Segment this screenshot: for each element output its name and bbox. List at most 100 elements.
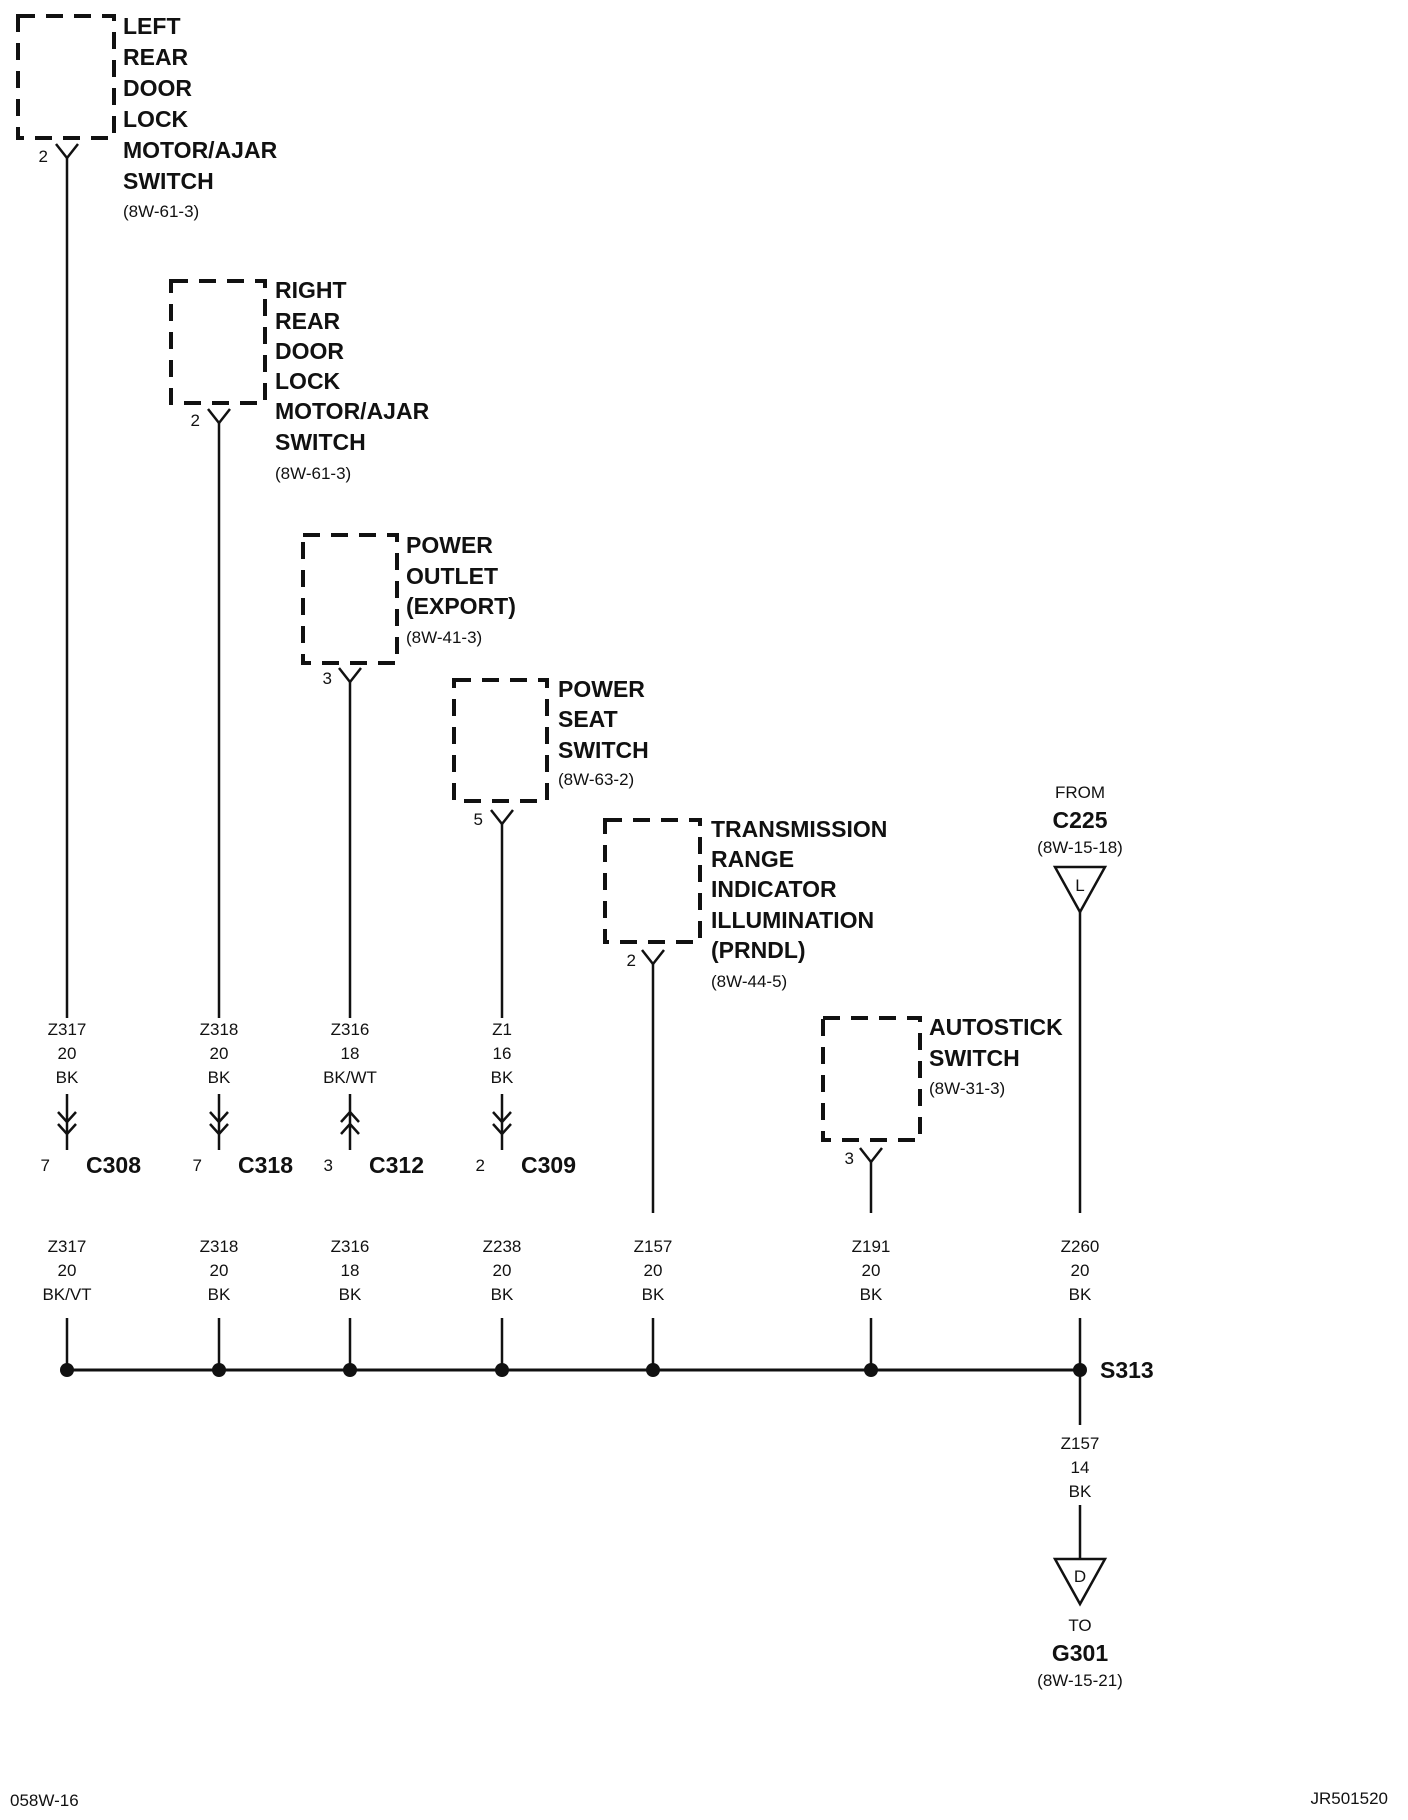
prndl-label-line: (PRNDL)	[711, 937, 806, 963]
wire-circuit-label: Z260	[1061, 1237, 1100, 1256]
wire-gauge-label: 20	[644, 1261, 663, 1280]
wire-gauge-label: 20	[1071, 1261, 1090, 1280]
left-rear-label-line: LEFT	[123, 13, 181, 39]
to-ref: (8W-15-21)	[1037, 1671, 1123, 1690]
footer-left-code: 058W-16	[10, 1791, 79, 1810]
wire-gauge-label: 14	[1071, 1458, 1090, 1477]
autostick-ref: (8W-31-3)	[929, 1079, 1005, 1098]
power-seat-label-line: POWER	[558, 676, 645, 702]
right-rear-label-line: RIGHT	[275, 277, 347, 303]
power-seat-terminal-icon	[490, 809, 514, 827]
autostick-switch-component: AUTOSTICK SWITCH (8W-31-3) 3	[821, 1014, 1063, 1168]
left-rear-label-line: DOOR	[123, 75, 192, 101]
power-seat-label-line: SWITCH	[558, 737, 649, 763]
left-rear-door-lock-component: LEFT REAR DOOR LOCK MOTOR/AJAR SWITCH (8…	[16, 13, 278, 221]
c312-connector-icon	[340, 1110, 360, 1135]
wire-color-label: BK	[860, 1285, 883, 1304]
from-ref: (8W-15-18)	[1037, 838, 1123, 857]
from-label: FROM	[1055, 783, 1105, 802]
wire-gauge-label: 16	[493, 1044, 512, 1063]
wire-circuit-label: Z238	[483, 1237, 522, 1256]
wire-color-label: BK	[56, 1068, 79, 1087]
power-seat-switch-component: POWER SEAT SWITCH (8W-63-2) 5	[452, 676, 649, 829]
wire-color-label: BK	[208, 1068, 231, 1087]
wire-color-label: BK	[208, 1285, 231, 1304]
right-rear-door-lock-box	[169, 279, 267, 405]
wire-color-label: BK	[1069, 1285, 1092, 1304]
prndl-box	[603, 818, 702, 944]
to-g301: D TO G301 (8W-15-21)	[1037, 1557, 1123, 1690]
wire-color-label: BK	[491, 1285, 514, 1304]
lower-wire-stubs	[65, 1318, 1082, 1370]
autostick-terminal-icon	[859, 1147, 883, 1165]
splice-dot	[343, 1363, 357, 1377]
wire-gauge-label: 20	[493, 1261, 512, 1280]
wire-circuit-label: Z316	[331, 1237, 370, 1256]
prndl-label-line: INDICATOR	[711, 876, 837, 902]
wire-circuit-label: Z157	[1061, 1434, 1100, 1453]
autostick-pin: 3	[845, 1149, 854, 1168]
wire-gauge-label: 20	[210, 1044, 229, 1063]
label-gap	[620, 1231, 686, 1307]
right-rear-label-line: LOCK	[275, 368, 341, 394]
wire-gauge-label: 20	[58, 1044, 77, 1063]
right-rear-label-line: DOOR	[275, 338, 344, 364]
splice-dot	[212, 1363, 226, 1377]
splice-dot	[495, 1363, 509, 1377]
from-c225: FROM C225 (8W-15-18) L	[1037, 783, 1123, 915]
wire-circuit-label: Z317	[48, 1237, 87, 1256]
to-triangle-icon	[1052, 1557, 1108, 1607]
power-outlet-terminal-icon	[338, 667, 362, 685]
wire-gauge-label: 18	[341, 1044, 360, 1063]
c318-label: C318	[238, 1152, 293, 1178]
power-outlet-label-line: POWER	[406, 532, 493, 558]
autostick-label-line: AUTOSTICK	[929, 1014, 1063, 1040]
wire-gauge-label: 20	[862, 1261, 881, 1280]
from-triangle-letter: L	[1075, 876, 1084, 895]
c309-pin: 2	[476, 1156, 485, 1175]
c309-connector-icon	[492, 1111, 512, 1136]
power-seat-pin: 5	[474, 810, 483, 829]
power-outlet-pin: 3	[323, 669, 332, 688]
wire-circuit-label: Z157	[634, 1237, 673, 1256]
wire-circuit-label: Z1	[492, 1020, 512, 1039]
label-gap	[1047, 1231, 1113, 1307]
right-rear-label-line: SWITCH	[275, 429, 366, 455]
autostick-switch-box	[821, 1016, 922, 1142]
right-rear-door-lock-component: RIGHT REAR DOOR LOCK MOTOR/AJAR SWITCH (…	[169, 277, 430, 483]
wire-color-label: BK	[642, 1285, 665, 1304]
prndl-label-line: RANGE	[711, 846, 794, 872]
c312-pin: 3	[324, 1156, 333, 1175]
label-gaps	[620, 1231, 1113, 1307]
to-connector-name: G301	[1052, 1640, 1108, 1666]
power-seat-label-line: SEAT	[558, 706, 618, 732]
wire-circuit-label: Z316	[331, 1020, 370, 1039]
wire-color-label: BK	[491, 1068, 514, 1087]
left-rear-label-line: LOCK	[123, 106, 189, 132]
upper-wire-labels: Z317 20 BK Z318 20 BK Z316 18 BK/WT Z1 1…	[48, 1020, 514, 1087]
left-rear-door-lock-box	[16, 14, 116, 140]
lower-wire-labels: Z317 20 BK/VT Z318 20 BK Z316 18 BK Z238…	[42, 1237, 1099, 1304]
wire-color-label: BK/WT	[323, 1068, 377, 1087]
upper-wires	[65, 158, 1082, 1213]
power-outlet-label-line: OUTLET	[406, 563, 498, 589]
ground-wire: Z157 14 BK	[1061, 1370, 1100, 1559]
from-triangle-icon	[1052, 865, 1108, 915]
label-gap	[838, 1231, 904, 1307]
left-rear-terminal-icon	[55, 143, 79, 161]
wire-gauge-label: 20	[210, 1261, 229, 1280]
c308-label: C308	[86, 1152, 141, 1178]
power-seat-switch-box	[452, 678, 549, 803]
wire-color-label: BK	[339, 1285, 362, 1304]
left-rear-ref: (8W-61-3)	[123, 202, 199, 221]
left-rear-label-line: MOTOR/AJAR	[123, 137, 278, 163]
wire-circuit-label: Z318	[200, 1020, 239, 1039]
power-outlet-label-line: (EXPORT)	[406, 593, 516, 619]
splice-label: S313	[1100, 1357, 1154, 1383]
c308-pin: 7	[41, 1156, 50, 1175]
power-outlet-box	[301, 533, 399, 665]
inline-connectors: 7 C308 7 C318 3 C312 2 C309	[41, 1094, 576, 1178]
wire-gauge-label: 18	[341, 1261, 360, 1280]
splice-dot	[60, 1363, 74, 1377]
